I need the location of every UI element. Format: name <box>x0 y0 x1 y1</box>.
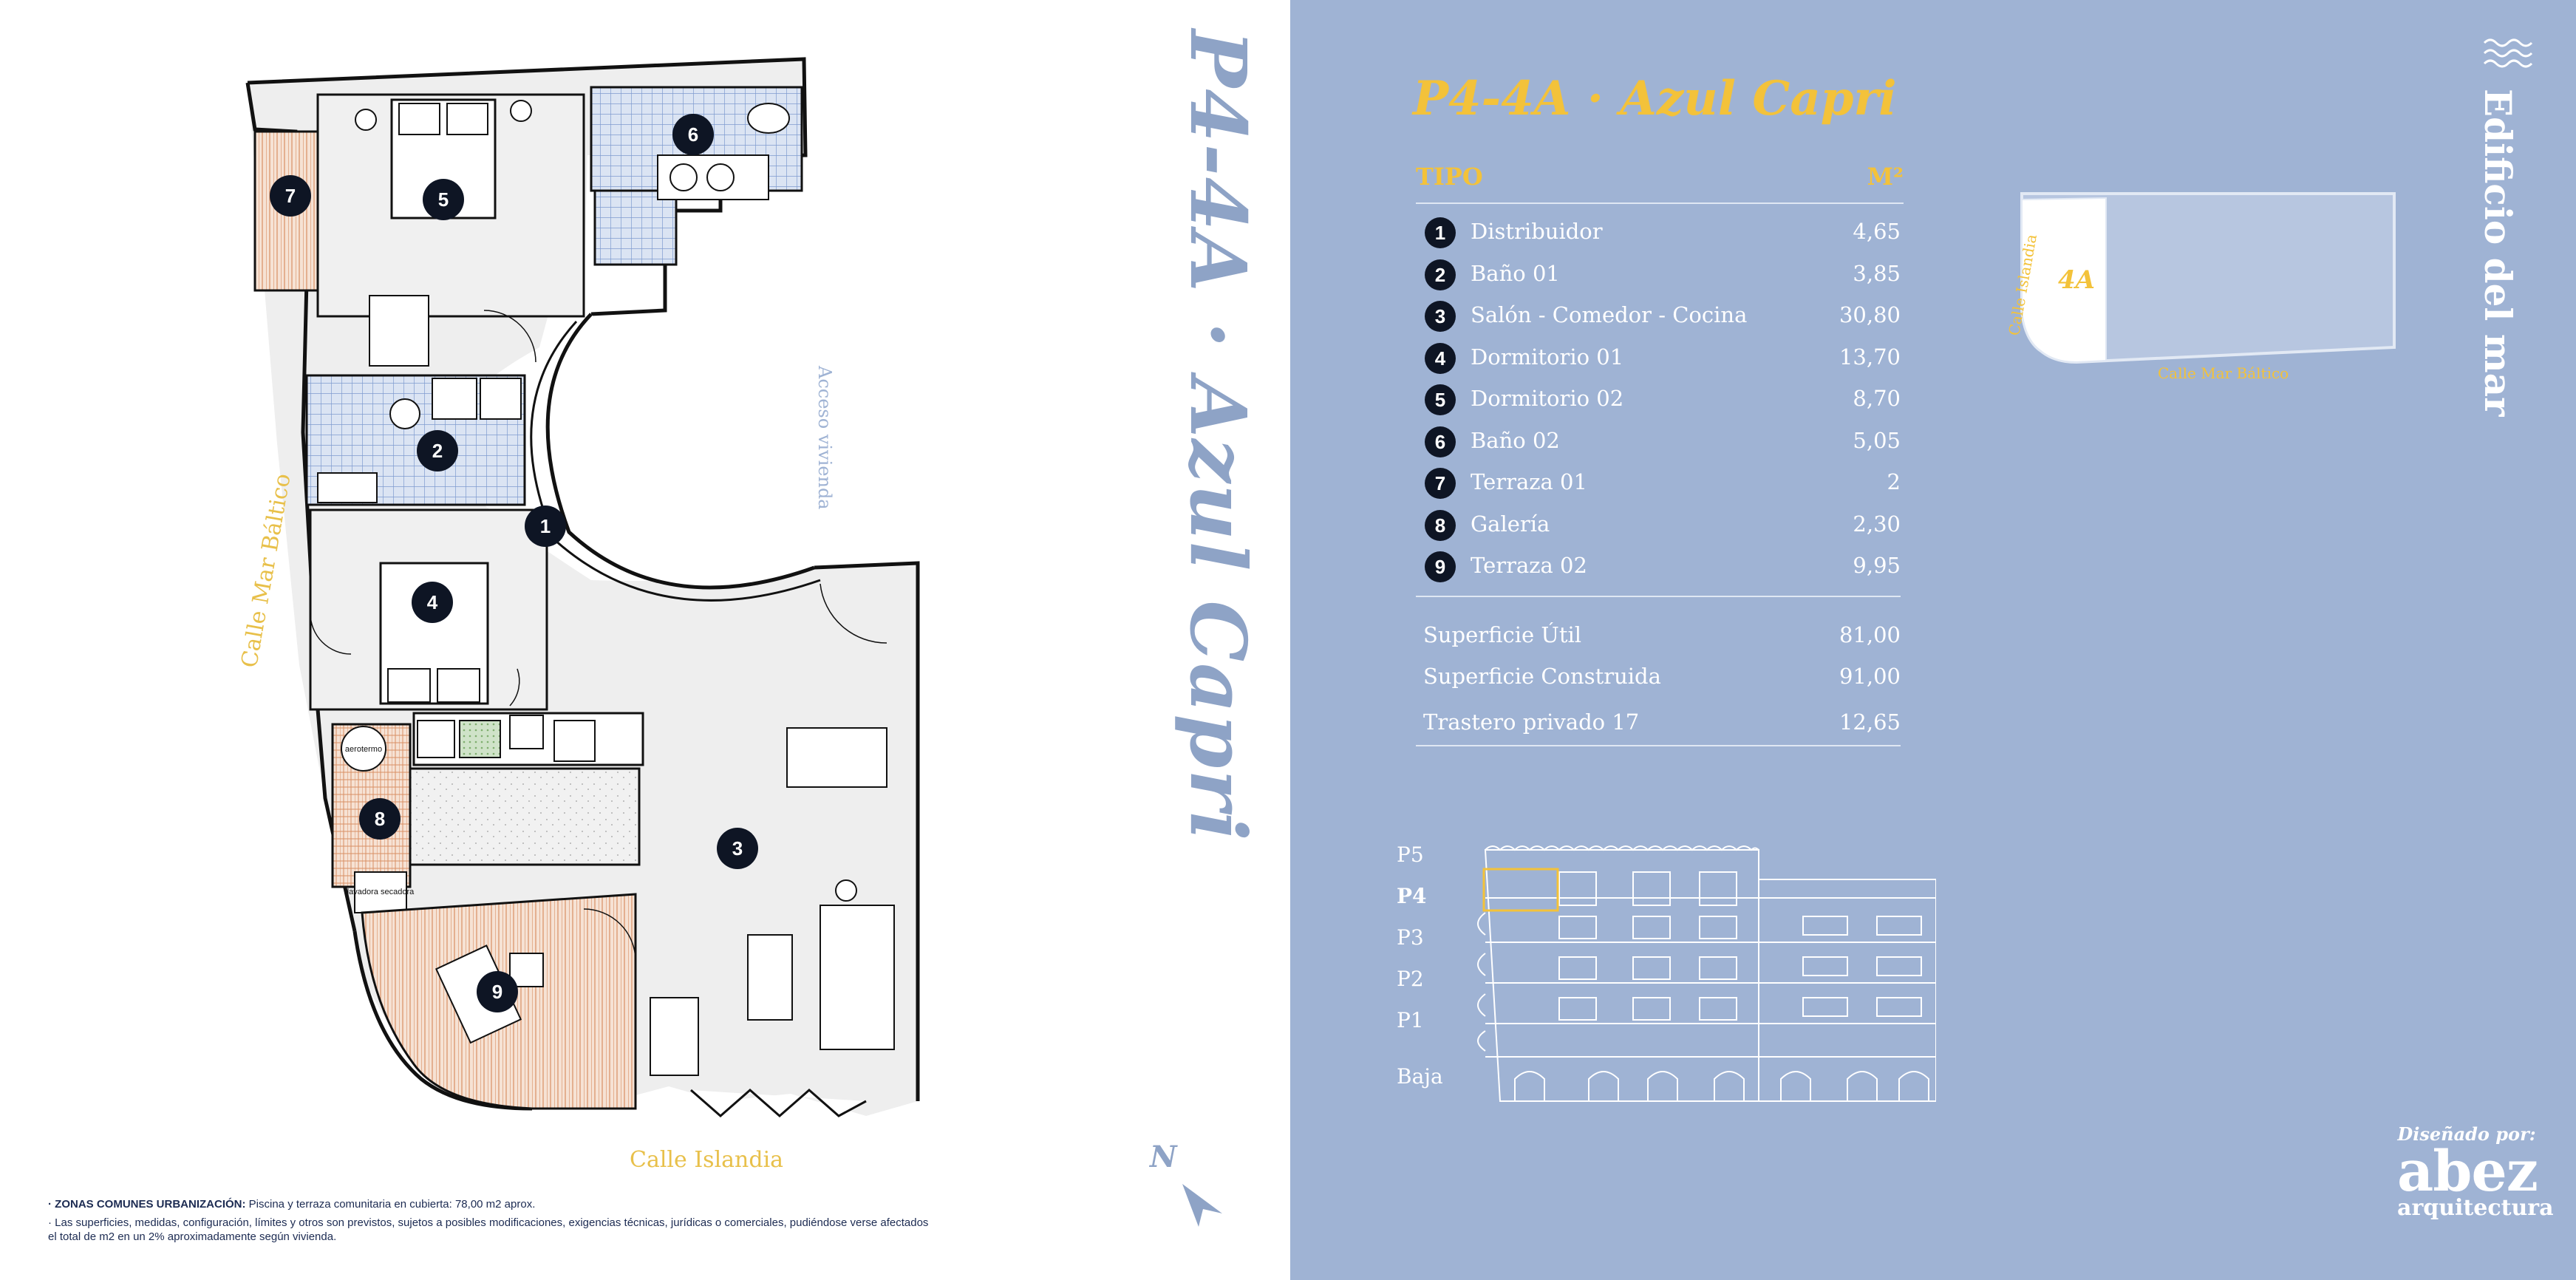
room-number-badge: 8 <box>1425 509 1456 541</box>
table-row: 2 Baño 01 3,85 <box>1416 258 1901 300</box>
room-name: Baño 02 <box>1471 427 1560 453</box>
minimap-unit-label: 4A <box>2058 265 2095 295</box>
building-elevation-drawing <box>1477 845 1936 1102</box>
active-unit-highlight <box>1482 868 1559 912</box>
plan-vertical-title: P4-4A · Azul Capri <box>1173 30 1264 842</box>
floor-label-ground: Baja <box>1397 1064 1443 1089</box>
table-row: 5 Dormitorio 02 8,70 <box>1416 383 1901 425</box>
floor-label-p1: P1 <box>1397 1008 1424 1032</box>
table-row: 3 Salón - Comedor - Cocina 30,80 <box>1416 299 1901 341</box>
room-area: 2 <box>1887 469 1901 494</box>
floor-label-p2: P2 <box>1397 967 1424 991</box>
room-name: Baño 01 <box>1471 260 1560 286</box>
room-number-badge: 3 <box>1425 301 1456 332</box>
room-area: 3,85 <box>1853 260 1901 286</box>
room-area: 9,95 <box>1853 553 1901 578</box>
room-number-badge: 2 <box>1425 259 1456 290</box>
brand-vertical-title: Edificio del mar <box>2476 89 2520 417</box>
unit-title: P4-4A · Azul Capri <box>1413 71 1897 126</box>
total-label: Trastero privado 17 <box>1423 709 1640 735</box>
total-value: 12,65 <box>1839 709 1901 735</box>
header-type: TIPO <box>1416 163 1483 191</box>
plan-notes: · ZONAS COMUNES URBANIZACIÓN: Piscina y … <box>48 1197 935 1248</box>
room-number-badge: 7 <box>1425 468 1456 499</box>
room-area: 13,70 <box>1839 344 1901 370</box>
street-label-bottom: Calle Islandia <box>630 1147 784 1173</box>
room-area: 8,70 <box>1853 386 1901 411</box>
room-name: Dormitorio 01 <box>1471 344 1624 370</box>
room-number-badge: 9 <box>1425 551 1456 582</box>
total-value: 81,00 <box>1839 622 1901 647</box>
room-name: Distribuidor <box>1471 219 1603 244</box>
total-label: Superficie Construida <box>1423 664 1661 689</box>
areas-table: 1 Distribuidor 4,65 2 Baño 01 3,85 3 Salón - … <box>1416 216 1901 592</box>
room-number-badge: 6 <box>1425 426 1456 457</box>
note-common-areas: · ZONAS COMUNES URBANIZACIÓN: Piscina y … <box>48 1198 536 1211</box>
table-row: 7 Terraza 01 2 <box>1416 466 1901 508</box>
total-row: Superficie Construida 91,00 <box>1423 664 1901 696</box>
terrace-01-area <box>253 130 319 292</box>
room-name: Galería <box>1471 511 1550 537</box>
table-row: 1 Distribuidor 4,65 <box>1416 216 1901 258</box>
total-value: 91,00 <box>1839 664 1901 689</box>
areas-table-header: TIPO M² <box>1416 163 1904 204</box>
table-row: 4 Dormitorio 01 13,70 <box>1416 341 1901 384</box>
room-area: 2,30 <box>1853 511 1901 537</box>
minimap-street-bottom: Calle Mar Báltico <box>2158 364 2289 382</box>
floor-label-p5: P5 <box>1397 842 1424 867</box>
floor-label-p3: P3 <box>1397 925 1424 950</box>
room-name: Salón - Comedor - Cocina <box>1471 302 1748 327</box>
floor-plan-page: 1 2 3 4 5 6 7 8 9 aerotermo lavadora sec… <box>48 30 1264 1248</box>
room-area: 4,65 <box>1853 219 1901 244</box>
room-name: Dormitorio 02 <box>1471 386 1624 411</box>
room-name: Terraza 02 <box>1471 553 1587 578</box>
room-number-badge: 4 <box>1425 342 1456 374</box>
designed-by-label: Diseñado por: <box>2397 1123 2536 1145</box>
floor-plan-drawing <box>245 57 920 1117</box>
architect-logo: abez <box>2397 1138 2538 1204</box>
table-row: 6 Baño 02 5,05 <box>1416 425 1901 467</box>
table-row: 8 Galería 2,30 <box>1416 508 1901 551</box>
table-divider <box>1416 745 1901 746</box>
entrance-label: Acceso vivienda <box>814 366 835 510</box>
total-row: Trastero privado 17 12,65 <box>1423 709 1901 742</box>
north-arrow-icon <box>1182 1184 1222 1227</box>
total-row: Superficie Útil 81,00 <box>1423 622 1901 655</box>
room-area: 30,80 <box>1839 302 1901 327</box>
architect-logo-sub: arquitectura <box>2397 1195 2554 1221</box>
table-row: 9 Terraza 02 9,95 <box>1416 550 1901 592</box>
note-disclaimer: · Las superficies, medidas, configuració… <box>48 1216 929 1243</box>
room-name: Terraza 01 <box>1471 469 1587 494</box>
table-divider <box>1416 596 1901 597</box>
header-unit: M² <box>1867 163 1904 191</box>
floor-label-p4: P4 <box>1397 884 1427 908</box>
waves-icon <box>2483 38 2533 68</box>
north-label: N <box>1150 1140 1177 1174</box>
room-area: 5,05 <box>1853 427 1901 453</box>
building-key-plan: 4A Calle Islandia Calle Mar Báltico <box>2005 192 2396 382</box>
room-number-badge: 1 <box>1425 217 1456 248</box>
room-number-badge: 5 <box>1425 384 1456 415</box>
total-label: Superficie Útil <box>1423 622 1582 647</box>
designer-credit: Diseñado por: abez arquitectura <box>2397 1123 2554 1221</box>
